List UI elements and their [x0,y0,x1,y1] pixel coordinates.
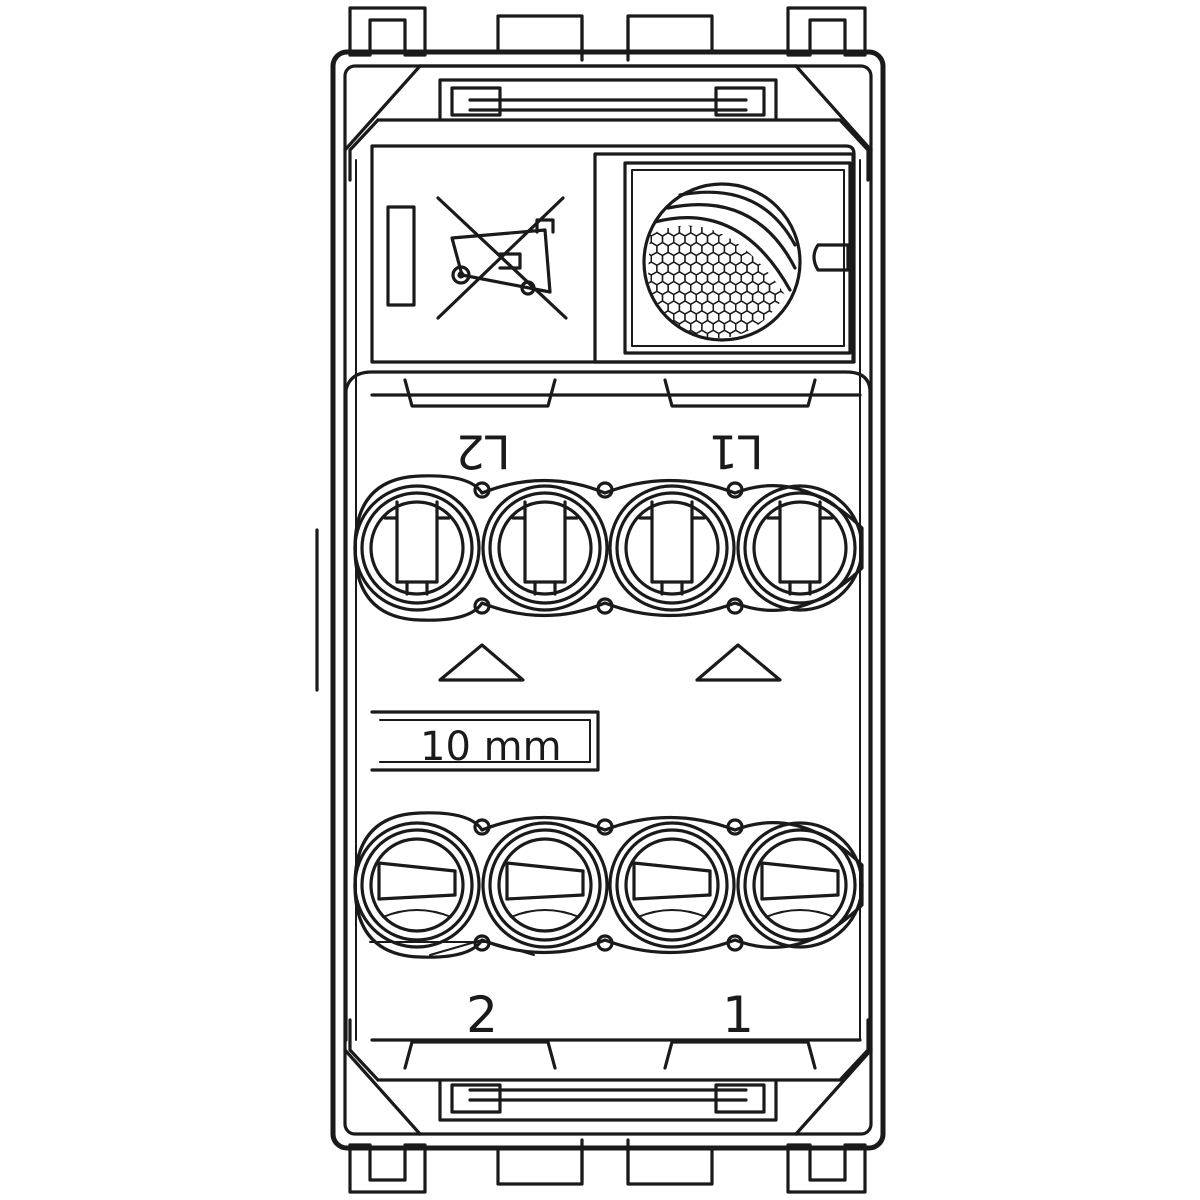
hole-joint [726,818,744,836]
triangle-up-arrow-icon [438,643,525,682]
hex-cell [634,204,645,217]
hex-cell [786,311,797,324]
hex-cell [661,329,675,338]
indicator-window [386,205,416,307]
terminal-hole [353,821,481,949]
terminal-label-2: 2 [466,986,498,1044]
strip-length-label: 10 mm [420,724,562,770]
hex-cell [729,225,742,228]
hex-cell [646,204,657,217]
hole-joint [596,597,614,615]
terminal-label-1: 1 [722,986,754,1044]
hex-cell [803,204,814,217]
hex-cell [648,309,652,325]
hole-joint [473,818,491,836]
terminal-hole [353,484,481,612]
hole-joint [726,597,744,615]
hole-joint [726,481,744,499]
hex-cell [803,262,814,275]
hole-joint [596,481,614,499]
hex-cell [648,319,658,335]
hex-cell [809,272,820,285]
hex-cell [695,329,709,338]
hole-joint [726,934,744,952]
hex-cell [803,223,814,236]
hex-cell [809,291,820,304]
terminal-hole [736,821,864,949]
hex-cell [650,329,664,338]
hex-cell [656,319,669,335]
hex-cell [780,261,785,276]
hex-cell [786,330,797,343]
sensor-lens-icon [593,152,855,364]
terminal-label-l1: L1 [709,425,764,479]
hex-cell [798,311,809,324]
hex-cell [648,329,652,338]
terminal-block [344,370,872,1070]
hole-joint [473,597,491,615]
lower-terminal-holes [353,811,864,959]
hex-cell [798,291,809,304]
hex-cell [792,321,803,334]
hole-joint [596,818,614,836]
hex-cell [634,223,645,236]
hex-cell [684,225,697,228]
hex-cell [746,225,759,237]
hex-cell [648,225,652,228]
hex-cell [729,329,742,338]
hex-cell [740,329,754,338]
crossed-out-wheelie-bin-icon [436,196,568,320]
hex-cell [803,321,814,334]
hole-joint [596,934,614,952]
hex-cell [634,282,645,295]
hex-cell [809,213,820,226]
upper-panel [370,144,856,364]
hex-cell [763,329,776,338]
hex-cell [780,319,785,335]
hex-cell [634,321,645,334]
hex-cell [774,329,785,338]
terminal-label-l2: L2 [456,425,511,479]
hole-joint [473,481,491,499]
terminal-hole [481,821,609,949]
terminal-hole [481,484,609,612]
hex-cell [792,204,803,217]
hex-cell [634,301,645,314]
hex-cell [774,251,785,267]
hex-cell [684,329,697,338]
hex-cell [798,330,809,343]
terminal-hole [608,821,736,949]
hex-cell [792,301,803,314]
hex-cell [803,282,814,295]
hex-cell [809,311,820,324]
hex-cell [673,329,686,338]
hex-cell [809,330,820,343]
terminal-hole [736,484,864,612]
strip-length-gauge: 10 mm [370,710,600,772]
triangle-up-arrow-icon [695,643,782,682]
upper-terminal-holes [353,474,864,622]
hex-cell [798,213,809,226]
terminal-hole [608,484,736,612]
hex-cell [706,329,720,338]
wire-guide [369,939,535,956]
hex-cell [718,329,731,338]
hex-cell [803,301,814,314]
